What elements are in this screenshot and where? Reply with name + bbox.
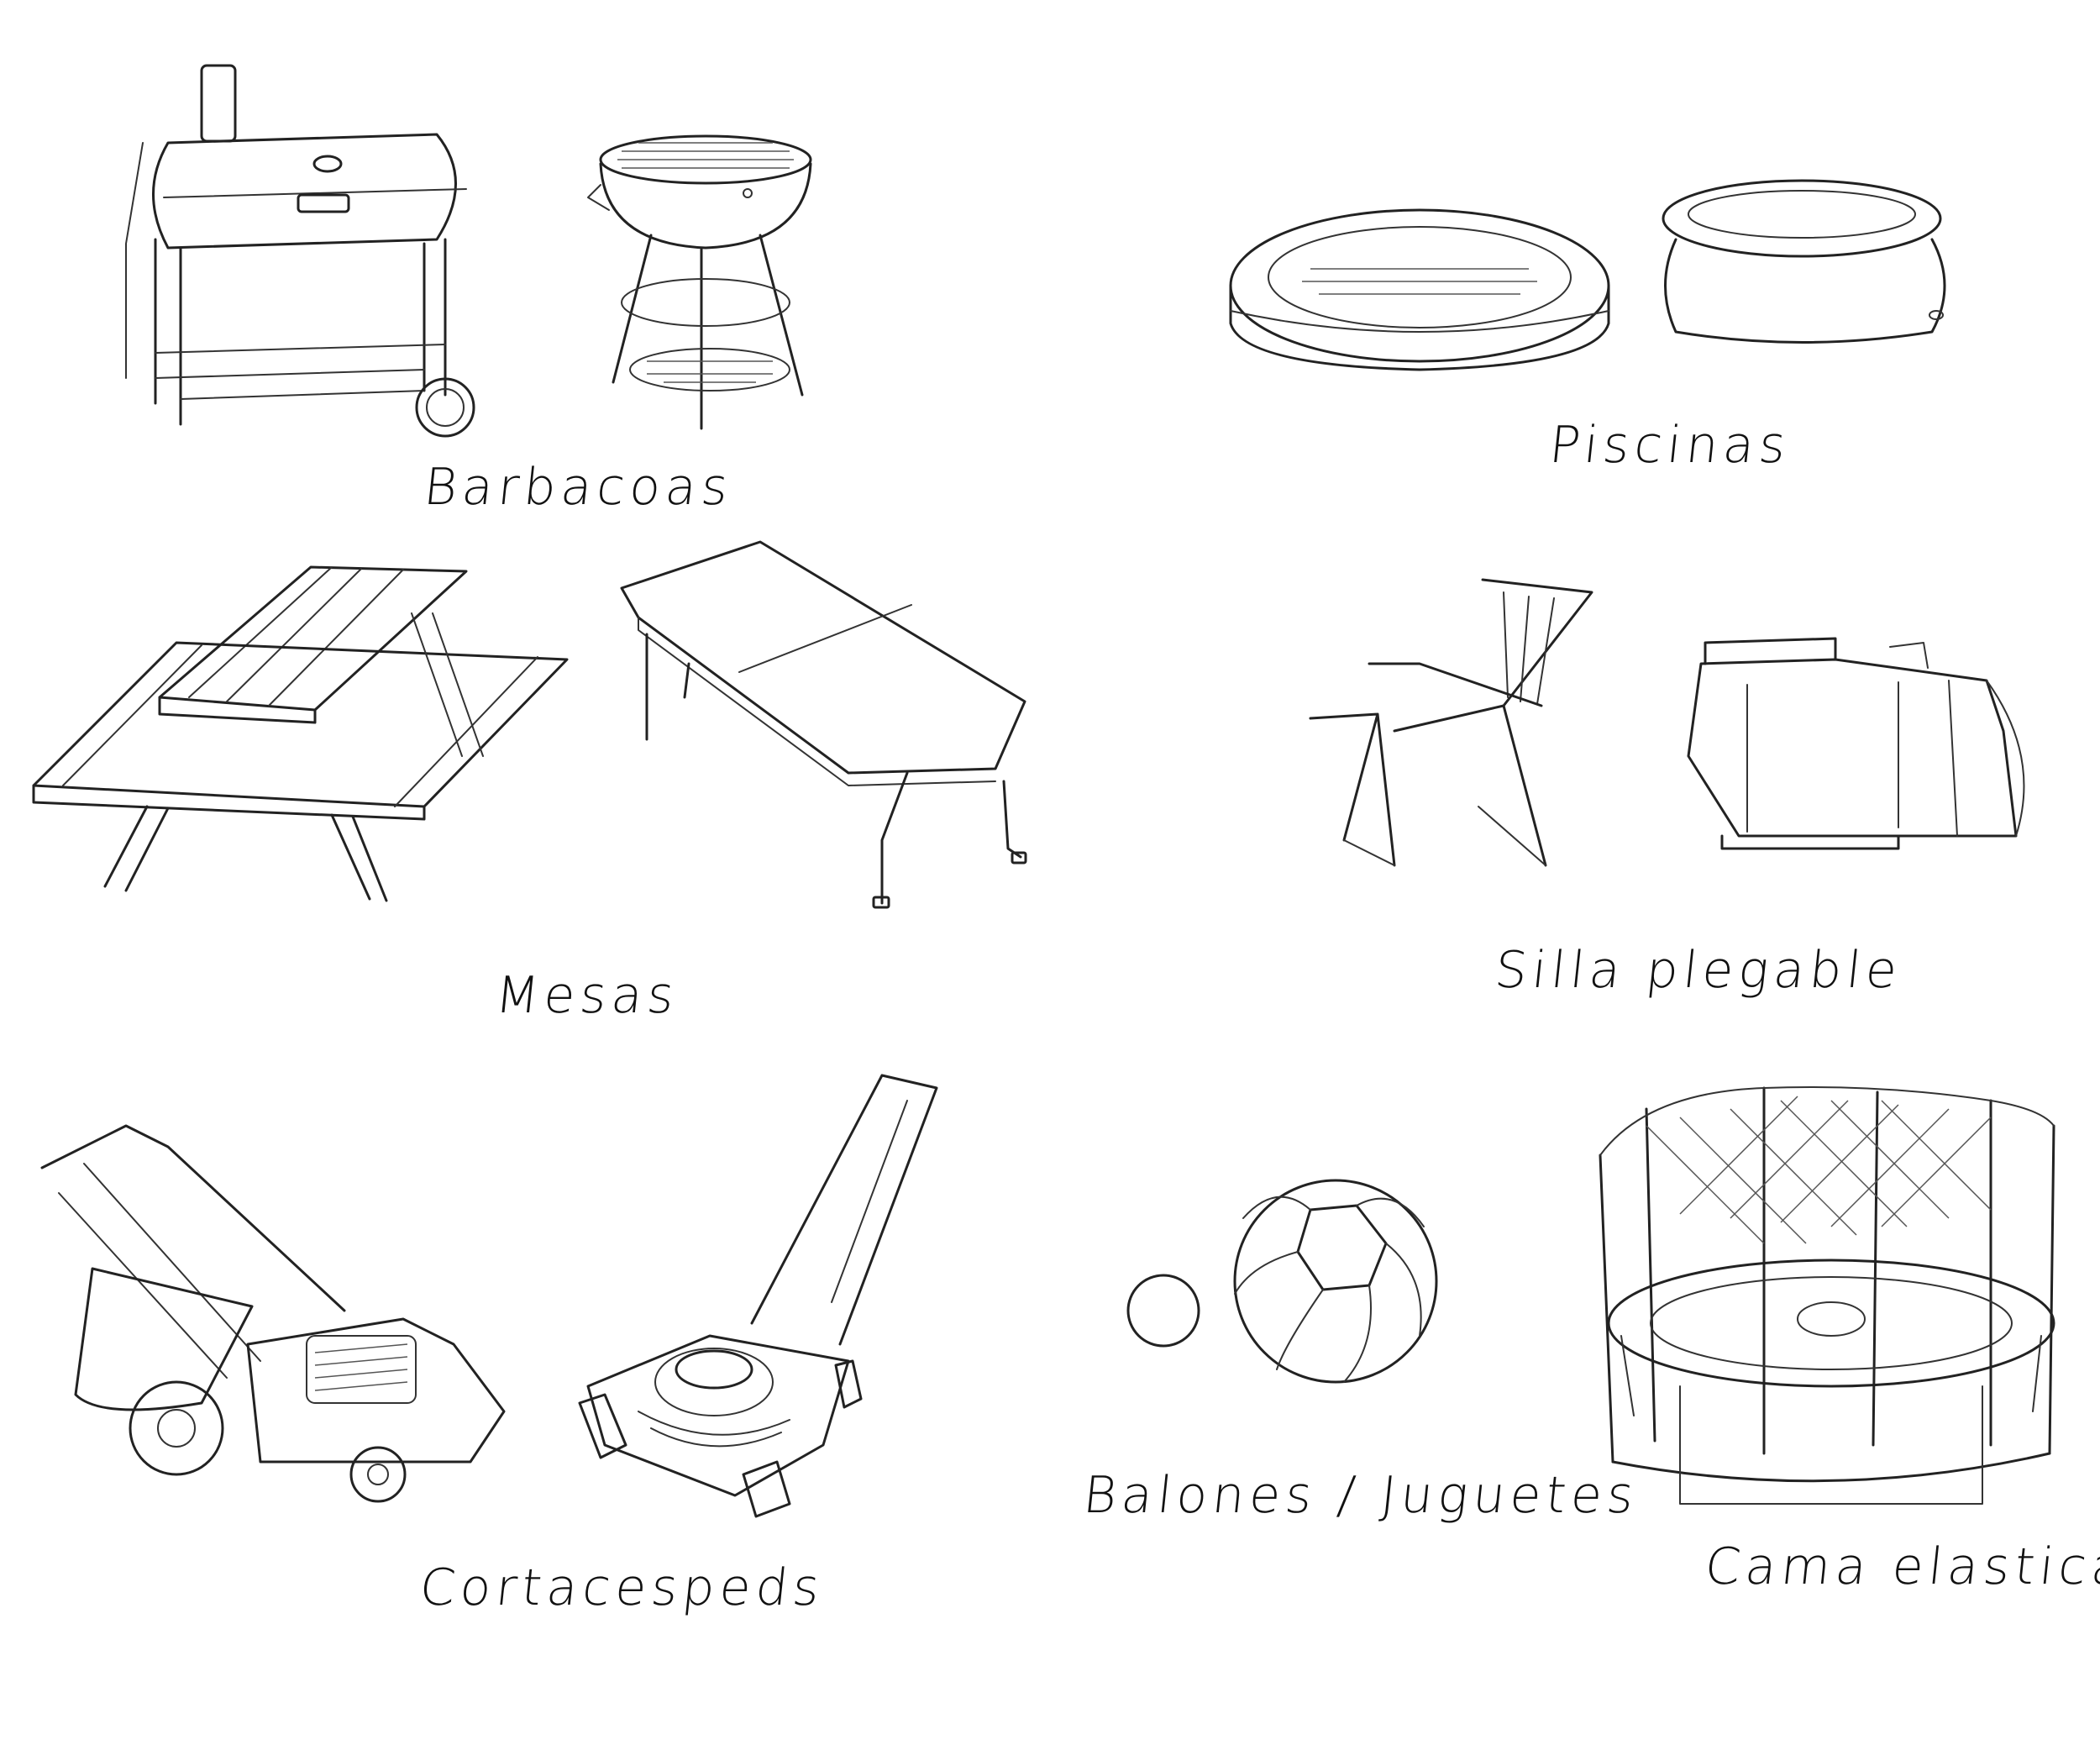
- beach-ball-drawing: [1233, 1179, 1438, 1384]
- label-mesas: Mesas: [492, 966, 682, 1025]
- label-silla-plegable: Silla plegable: [1492, 941, 1905, 1000]
- barrel-smoker-grill-drawing: [125, 64, 475, 438]
- small-ball-drawing: [1126, 1274, 1200, 1348]
- label-cama-elastica: Cama elastica: [1702, 1537, 2100, 1596]
- label-cortacespeds: Cortacespeds: [417, 1558, 827, 1617]
- picnic-table-drawing: [32, 565, 569, 902]
- kettle-grill-drawing: [587, 134, 812, 430]
- easy-set-pool-drawing: [1662, 179, 1946, 344]
- label-piscinas: Piscinas: [1546, 416, 1794, 475]
- round-pool-drawing: [1229, 208, 1610, 371]
- label-barbacoas: Barbacoas: [421, 458, 736, 517]
- folding-table-drawing: [620, 540, 1027, 909]
- folding-chair-side-drawing: [1309, 578, 1593, 867]
- push-mower-side-drawing: [40, 1124, 506, 1503]
- trampoline-drawing: [1599, 1086, 2055, 1505]
- folding-chair-folded-drawing: [1687, 637, 2025, 850]
- push-mower-front-drawing: [578, 1074, 938, 1518]
- label-balones-juguetes: Balones / Juguetes: [1080, 1466, 1642, 1525]
